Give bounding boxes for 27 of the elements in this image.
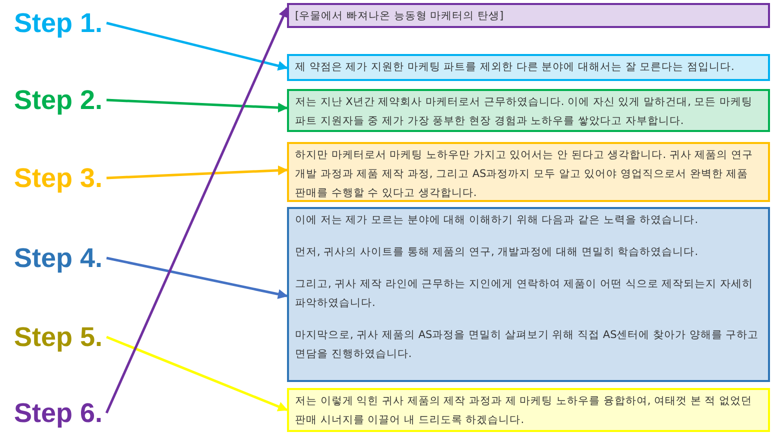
text-box	[287, 89, 770, 132]
text-box	[287, 142, 770, 202]
step-label: Step 2.	[14, 85, 103, 115]
text-box	[287, 3, 770, 28]
text-box	[287, 207, 770, 382]
step-label: Step 3.	[14, 163, 103, 193]
paragraph: 저는 지난 X년간 제약회사 마케터로서 근무하였습니다. 이에 자신 있게 말하건대, 모든 마케팅 파트 지원자들 중 제가 가장 풍부한 현장 경험과 노하우를 쌓았다고 자부합니다.	[295, 95, 754, 129]
paragraph: 하지만 마케터로서 마케팅 노하우만 가지고 있어서는 안 된다고 생각합니다. 귀사 제품의 연구개발 과정과 제품 제작 과정, 그리고 AS과정까지 모두 알고 있어야 영업직으로서 완벽한 제품 판매를 수행할 수 있다고 생각합니다.	[295, 148, 754, 201]
text-box	[287, 388, 770, 432]
step-label: Step 5.	[14, 322, 103, 352]
paragraph: 먼저, 귀사의 사이트를 통해 제품의 연구, 개발과정에 대해 면밀히 학습하였습니다.	[295, 245, 700, 260]
arrow	[105, 7, 288, 414]
arrow	[106, 336, 288, 412]
paragraph: 제 약점은 제가 지원한 마케팅 파트를 제외한 다른 분야에 대해서는 잘 모른다는 점입니다.	[295, 60, 736, 75]
arrow	[106, 98, 288, 113]
arrow	[106, 22, 288, 71]
paragraph: 이에 저는 제가 모르는 분야에 대해 이해하기 위해 다음과 같은 노력을 하였습니다.	[295, 213, 700, 228]
step-label: Step 4.	[14, 243, 103, 273]
arrow	[106, 256, 288, 300]
step-label: Step 1.	[14, 8, 103, 38]
paragraph: 그리고, 귀사 제작 라인에 근무하는 지인에게 연락하여 제품이 어떤 식으로 제작되는지 자세히 파악하였습니다.	[295, 277, 754, 311]
paragraph: [우물에서 빠져나온 능동형 마케터의 탄생]	[295, 9, 505, 24]
paragraph: 저는 이렇게 익힌 귀사 제품의 제작 과정과 제 마케팅 노하우를 융합하여, 여태껏 본 적 없었던 판매 시너지를 이끌어 내 드리도록 하겠습니다.	[295, 394, 754, 428]
text-box	[287, 54, 770, 81]
paragraph: 마지막으로, 귀사 제품의 AS과정을 면밀히 살펴보기 위해 직접 AS센터에 찾아가 양해를 구하고 면담을 진행하였습니다.	[295, 328, 760, 362]
step-label: Step 6.	[14, 398, 103, 428]
arrow	[106, 165, 288, 180]
